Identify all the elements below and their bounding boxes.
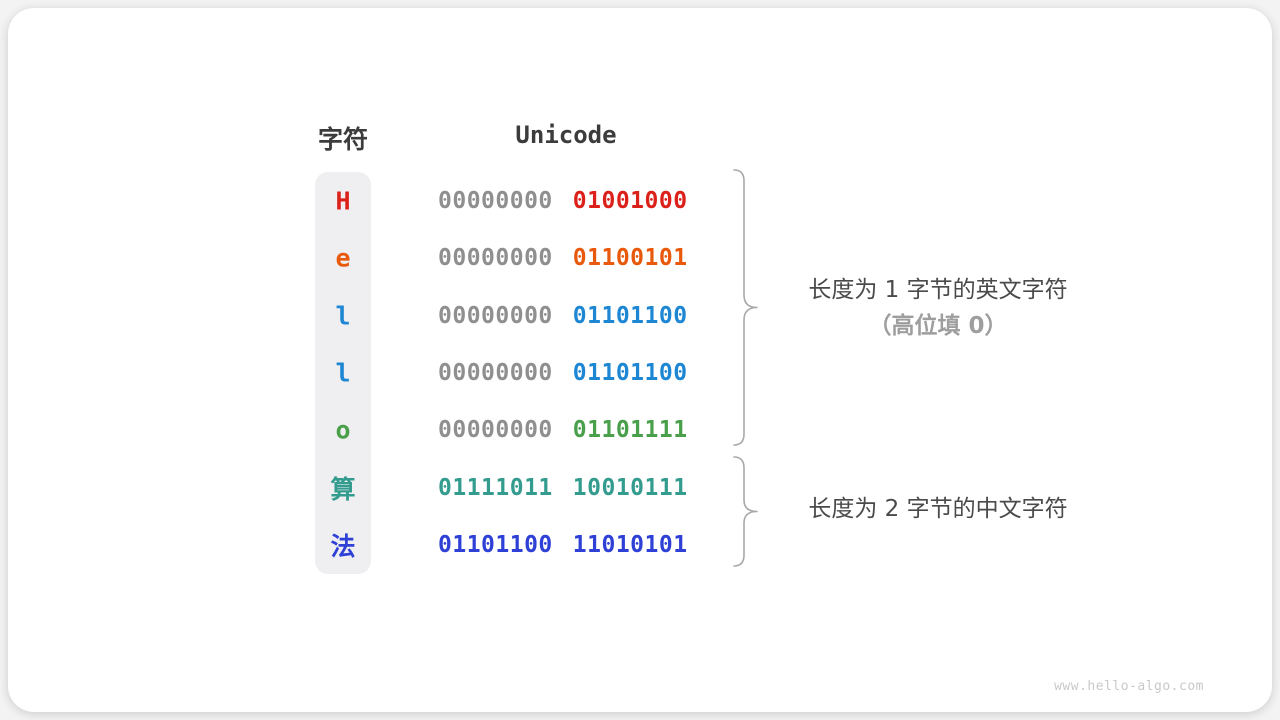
byte-low: 01101111 <box>572 417 688 444</box>
table-row: e 00000000 01100101 <box>8 229 1280 286</box>
byte-low: 01100101 <box>572 245 688 272</box>
char-cell: o <box>335 415 351 445</box>
table-row: 算 01111011 10010111 <box>8 459 1280 516</box>
annotation-english-line2: （高位填 0） <box>868 312 1008 339</box>
table-row: l 00000000 01101100 <box>8 344 1280 401</box>
byte-high: 00000000 <box>438 302 553 329</box>
char-cell: H <box>335 186 351 216</box>
table-row: 法 01101100 11010101 <box>8 517 1280 574</box>
byte-low: 01001000 <box>572 187 688 214</box>
binary-cell: 00000000 01101111 <box>438 417 688 443</box>
binary-cell: 01101100 11010101 <box>438 532 688 558</box>
diagram-card: 字符 Unicode H 00000000 01001000 e 00000000… <box>8 8 1272 712</box>
binary-cell: 00000000 01100101 <box>438 245 688 271</box>
byte-high: 01101100 <box>438 532 553 559</box>
char-cell: e <box>335 243 351 273</box>
watermark: www.hello-algo.com <box>1054 679 1204 694</box>
column-header-unicode: Unicode <box>515 121 617 149</box>
binary-cell: 00000000 01101100 <box>438 360 688 386</box>
char-column-background <box>315 172 371 574</box>
char-cell: l <box>335 301 351 331</box>
byte-low: 11010101 <box>572 532 688 559</box>
byte-high: 00000000 <box>438 245 553 272</box>
encoding-table: H 00000000 01001000 e 00000000 01100101 l … <box>8 172 1280 574</box>
byte-low: 10010111 <box>572 474 688 501</box>
char-cell: 算 <box>330 474 356 504</box>
byte-high: 00000000 <box>438 187 553 214</box>
table-row: o 00000000 01101111 <box>8 402 1280 459</box>
binary-cell: 01111011 10010111 <box>438 475 688 501</box>
binary-cell: 00000000 01101100 <box>438 303 688 329</box>
annotation-chinese-line1: 长度为 2 字节的中文字符 <box>808 496 1068 522</box>
brace-english-group-icon <box>733 169 758 446</box>
byte-high: 01111011 <box>438 474 553 501</box>
byte-high: 00000000 <box>438 417 553 444</box>
annotation-english-chars: 长度为 1 字节的英文字符 （高位填 0） <box>770 276 1106 341</box>
byte-low: 01101100 <box>572 302 688 329</box>
binary-cell: 00000000 01001000 <box>438 188 688 214</box>
byte-high: 00000000 <box>438 359 553 386</box>
column-header-char: 字符 <box>317 125 368 154</box>
annotation-chinese-chars: 长度为 2 字节的中文字符 <box>770 495 1106 524</box>
byte-low: 01101100 <box>572 359 688 386</box>
annotation-english-line1: 长度为 1 字节的英文字符 <box>808 277 1068 303</box>
table-row: l 00000000 01101100 <box>8 287 1280 344</box>
brace-chinese-group-icon <box>733 456 758 567</box>
char-cell: 法 <box>330 532 356 562</box>
char-cell: l <box>335 358 351 388</box>
table-row: H 00000000 01001000 <box>8 172 1280 229</box>
